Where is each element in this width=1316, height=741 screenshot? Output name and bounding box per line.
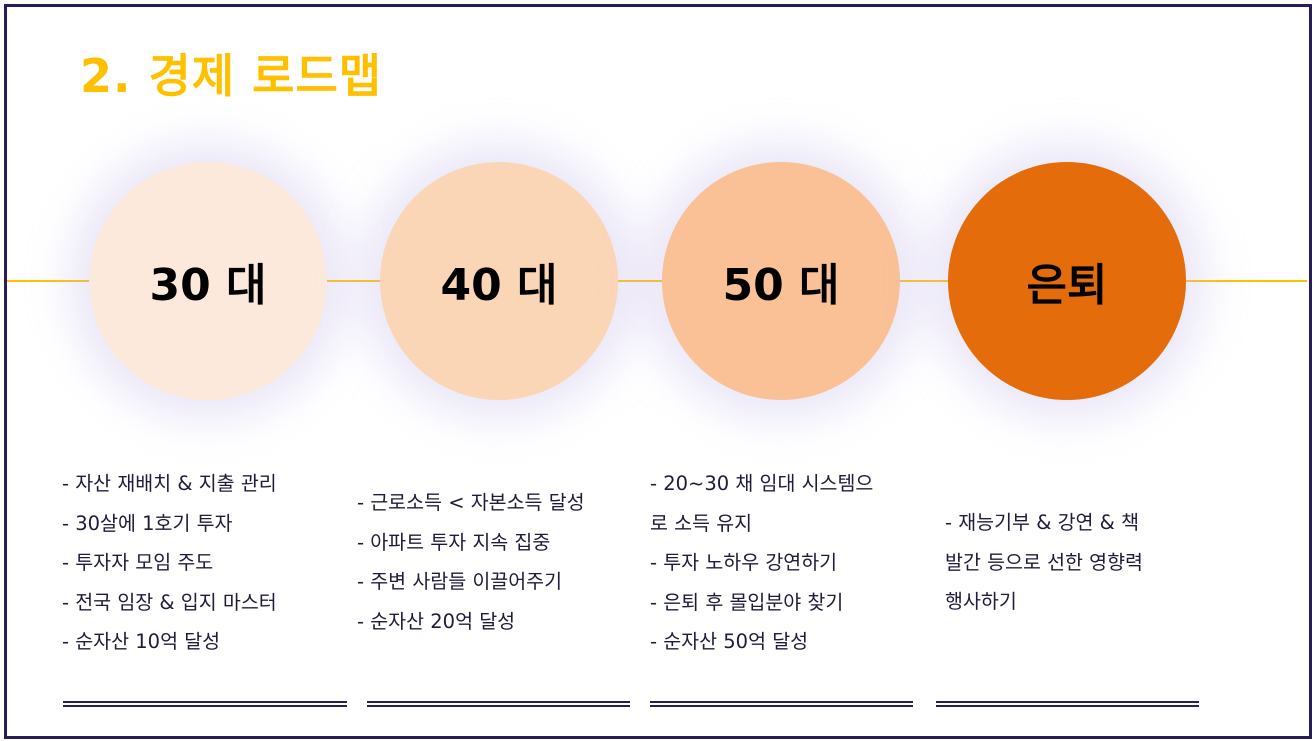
list-item: - 은퇴 후 몰입분야 찾기	[650, 590, 844, 614]
list-item: - 20~30 채 임대 시스템으	[650, 472, 874, 495]
list-item: - 순자산 10억 달성	[62, 630, 221, 653]
list-item: - 주변 사람들 이끌어주기	[357, 570, 563, 593]
stage-circle-retire: 은퇴	[948, 162, 1186, 400]
stage-label: 은퇴	[1026, 260, 1108, 311]
stage-30s-list: - 자산 재배치 & 지출 관리 - 30살에 1호기 투자 - 투자자 모임 …	[62, 464, 277, 662]
divider	[63, 701, 347, 707]
list-item: - 순자산 20억 달성	[357, 609, 516, 633]
slide-frame	[4, 4, 1312, 739]
stage-circle-50s: 50 대	[662, 162, 900, 400]
stage-label: 40 대	[440, 260, 558, 311]
list-item: 발간 등으로 선한 영향력	[945, 550, 1143, 574]
list-item: 로 소득 유지	[650, 511, 753, 535]
divider	[650, 701, 913, 707]
list-item: - 전국 임장 & 입지 마스터	[62, 590, 277, 614]
list-item: - 자산 재배치 & 지출 관리	[62, 472, 277, 495]
stage-label: 30 대	[149, 260, 267, 311]
divider	[367, 701, 630, 707]
list-item: - 아파트 투자 지속 집중	[357, 530, 551, 554]
timeline-line	[7, 280, 1307, 282]
stage-50s-list: - 20~30 채 임대 시스템으 로 소득 유지 - 투자 노하우 강연하기 …	[650, 464, 873, 662]
stage-circle-30s: 30 대	[89, 162, 327, 400]
list-item: 행사하기	[945, 590, 1017, 613]
stage-circle-40s: 40 대	[380, 162, 618, 400]
list-item: - 근로소득 < 자본소득 달성	[357, 491, 585, 514]
list-item: - 30살에 1호기 투자	[62, 511, 233, 535]
stage-40s-list: - 근로소득 < 자본소득 달성 - 아파트 투자 지속 집중 - 주변 사람들…	[357, 483, 585, 641]
list-item: - 투자 노하우 강연하기	[650, 551, 838, 574]
divider	[936, 701, 1199, 707]
list-item: - 순자산 50억 달성	[650, 630, 809, 653]
list-item: - 투자자 모임 주도	[62, 551, 214, 574]
list-item: - 재능기부 & 강연 & 책	[945, 511, 1140, 534]
slide-title: 2. 경제 로드맵	[80, 49, 383, 103]
stage-retire-list: - 재능기부 & 강연 & 책 발간 등으로 선한 영향력 행사하기	[945, 503, 1143, 622]
stage-label: 50 대	[722, 260, 840, 311]
